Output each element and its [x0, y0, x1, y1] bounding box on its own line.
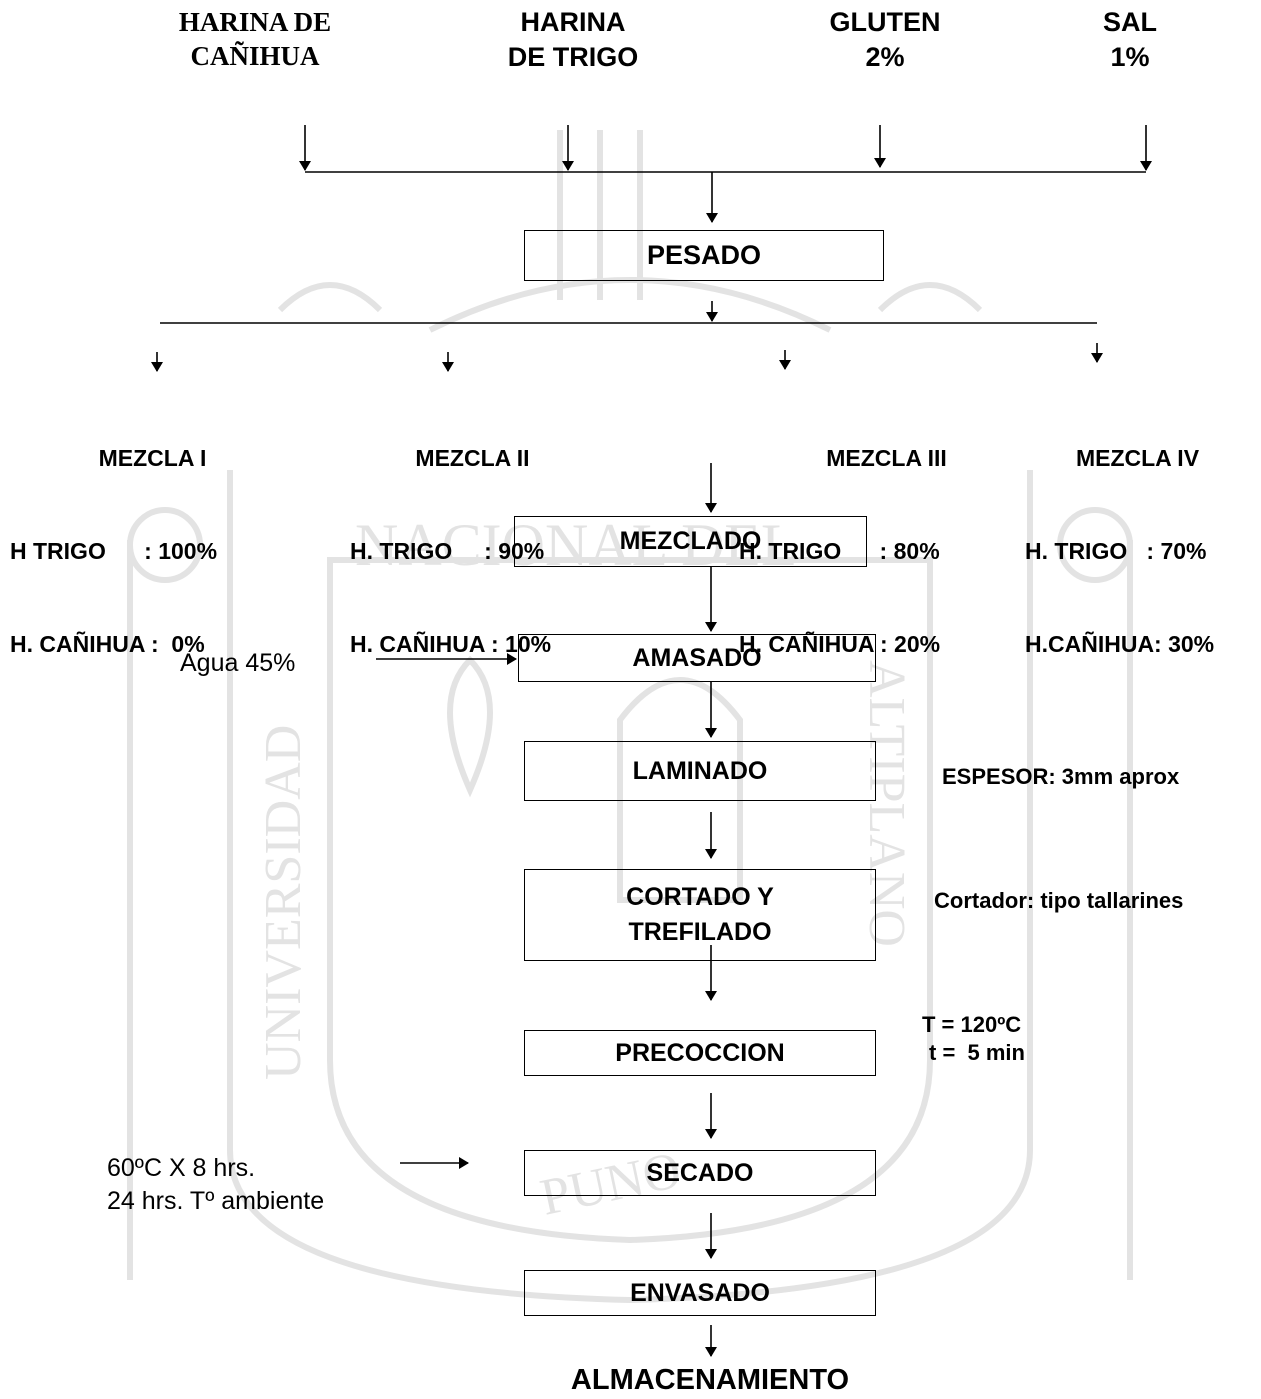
input-sal-percent: 1% — [1080, 40, 1180, 75]
step-pesado: PESADO — [524, 230, 884, 281]
note-tiempo: t = 5 min — [929, 1038, 1025, 1068]
note-temperatura: T = 120ºC — [922, 1010, 1021, 1040]
input-harina-trigo-line2: DE TRIGO — [473, 40, 673, 75]
step-amasado: AMASADO — [518, 634, 876, 682]
input-gluten: GLUTEN 2% — [790, 5, 980, 75]
step-mezclado: MEZCLADO — [514, 516, 867, 567]
mezcla-1-title: MEZCLA I — [10, 443, 275, 474]
input-harina-canihua-line1: HARINA DE — [155, 5, 355, 39]
input-harina-canihua-line2: CAÑIHUA — [155, 39, 355, 73]
step-cortado: CORTADO Y TREFILADO — [524, 869, 876, 961]
input-gluten-percent: 2% — [790, 40, 980, 75]
mezcla-4: MEZCLA IV H. TRIGO : 70% H.CAÑIHUA: 30% — [1025, 381, 1250, 722]
mezcla-3-title: MEZCLA III — [739, 443, 984, 474]
step-precoccion: PRECOCCION — [524, 1030, 876, 1076]
input-harina-trigo-line1: HARINA — [473, 5, 673, 40]
mezcla-4-canihua: H.CAÑIHUA: 30% — [1025, 629, 1250, 660]
note-agua: Agua 45% — [180, 648, 295, 678]
note-cortador: Cortador: tipo tallarines — [934, 886, 1183, 916]
mezcla-4-trigo: H. TRIGO : 70% — [1025, 536, 1250, 567]
step-laminado: LAMINADO — [524, 741, 876, 801]
mezcla-1-trigo: H TRIGO : 100% — [10, 536, 275, 567]
input-sal-name: SAL — [1080, 5, 1180, 40]
step-cortado-line2: TREFILADO — [626, 915, 774, 950]
mezcla-2-title: MEZCLA II — [350, 443, 595, 474]
step-almacenamiento: ALMACENAMIENTO — [520, 1363, 900, 1397]
note-secado-ambiente: 24 hrs. Tº ambiente — [107, 1186, 324, 1216]
step-envasado: ENVASADO — [524, 1270, 876, 1316]
step-cortado-line1: CORTADO Y — [626, 880, 774, 915]
input-sal: SAL 1% — [1080, 5, 1180, 75]
mezcla-4-title: MEZCLA IV — [1025, 443, 1250, 474]
input-gluten-name: GLUTEN — [790, 5, 980, 40]
note-secado-temperatura: 60ºC X 8 hrs. — [107, 1153, 255, 1183]
input-harina-canihua: HARINA DE CAÑIHUA — [155, 5, 355, 73]
input-harina-trigo: HARINA DE TRIGO — [473, 5, 673, 75]
note-espesor: ESPESOR: 3mm aprox — [942, 762, 1179, 792]
step-secado: SECADO — [524, 1150, 876, 1196]
